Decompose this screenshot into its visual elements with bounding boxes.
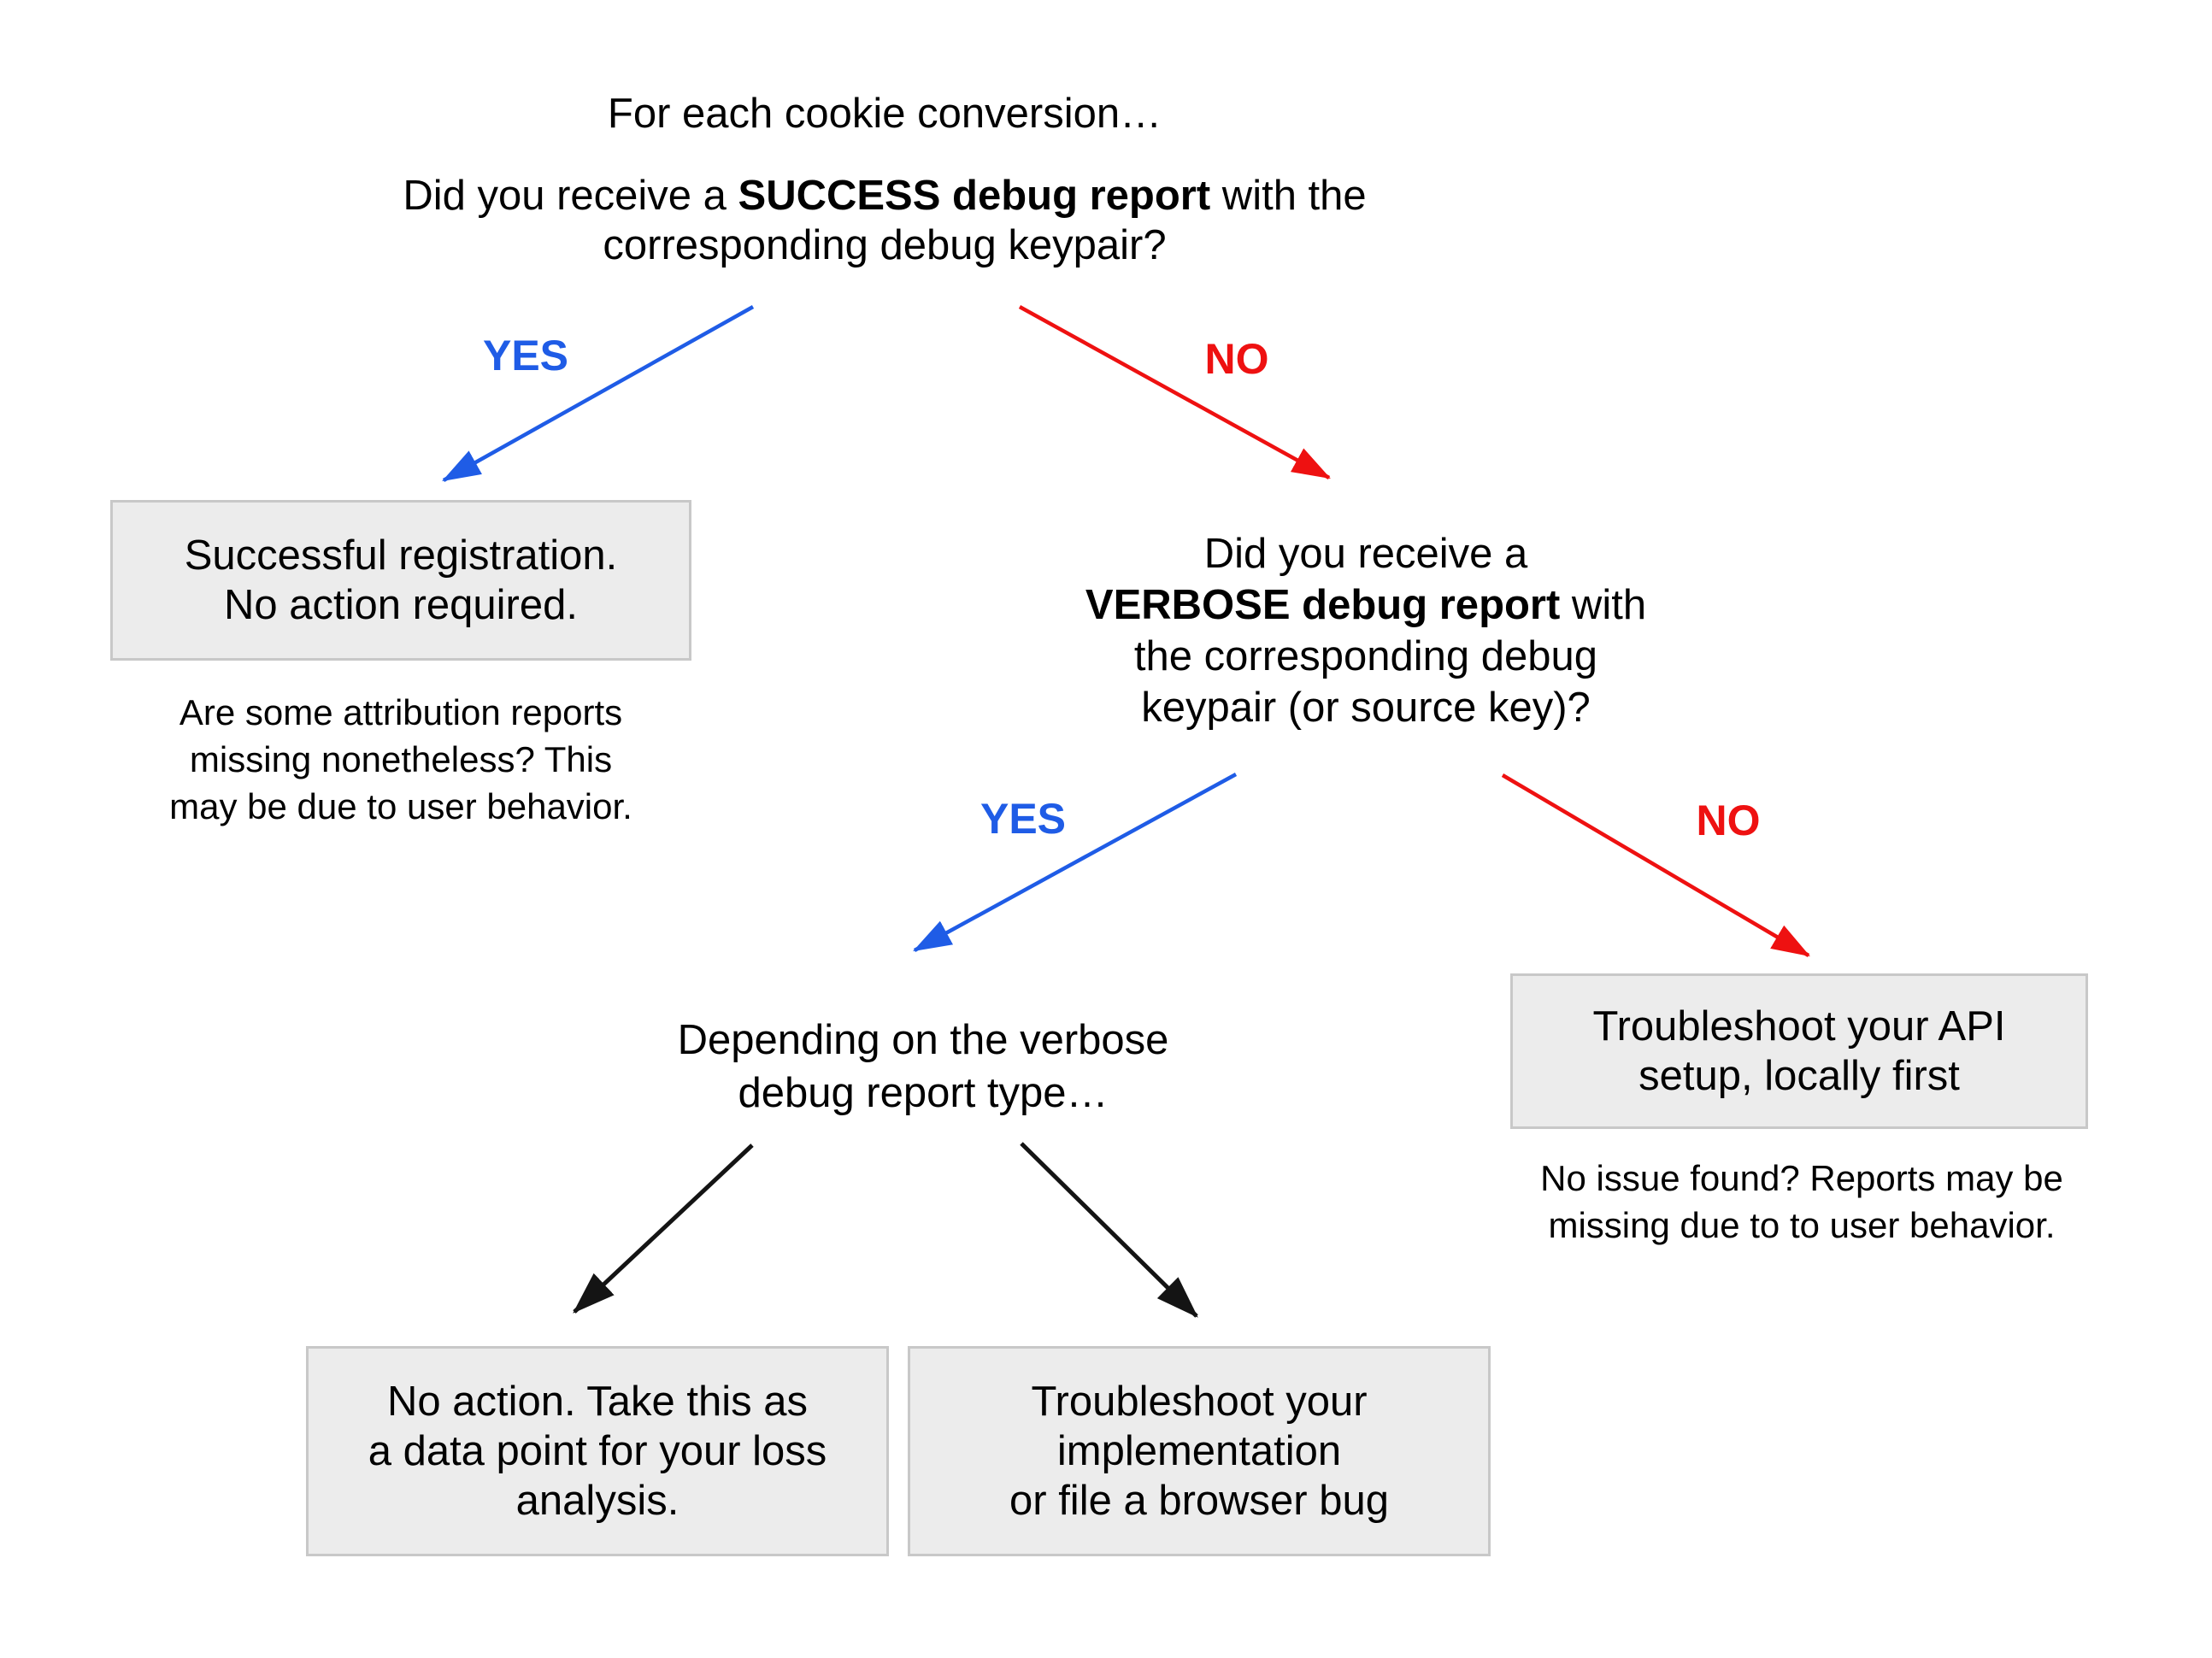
no-action-box: No action. Take this as a data point for… <box>306 1346 889 1556</box>
no-action-box-line3: analysis. <box>515 1478 679 1524</box>
verbose-question-line2: VERBOSE debug report with <box>981 579 1750 631</box>
yes-label-level2: YES <box>980 795 1067 843</box>
success-box-line1: Successful registration. <box>184 532 618 579</box>
root-question-line1-suffix: with the <box>1210 173 1367 219</box>
api-note: No issue found? Reports may be missing d… <box>1485 1155 2118 1249</box>
intro-text: For each cookie conversion… <box>607 91 1162 137</box>
verbose-question-line2-suffix: with <box>1560 582 1647 628</box>
yes-arrow-level2 <box>913 773 1238 952</box>
yes-label-level1: YES <box>482 332 569 379</box>
yes-arrow-level1 <box>442 305 755 482</box>
impl-box-line1: Troubleshoot your <box>1031 1379 1368 1425</box>
impl-box-line2: implementation <box>1056 1428 1342 1474</box>
root-question-line1: Did you receive a SUCCESS debug report w… <box>286 171 1483 220</box>
no-action-box-line1: No action. Take this as <box>386 1379 809 1425</box>
impl-box: Troubleshoot your implementation or file… <box>908 1346 1491 1556</box>
verbose-question-line1: Did you receive a <box>1203 531 1528 577</box>
verbose-question-line4: keypair (or source key)? <box>1141 685 1591 731</box>
api-box-line2: setup, locally first <box>1638 1053 1960 1099</box>
api-note-line1: No issue found? Reports may be <box>1540 1158 2063 1198</box>
no-label-level1: NO <box>1204 335 1269 383</box>
success-note-line1: Are some attribution reports <box>179 692 623 732</box>
root-question: Did you receive a SUCCESS debug report w… <box>286 171 1483 270</box>
api-box-line1: Troubleshoot your API <box>1592 1003 2006 1049</box>
verbose-question-line2-bold: VERBOSE debug report <box>1085 582 1561 628</box>
no-action-box-line2: a data point for your loss <box>368 1428 827 1474</box>
root-question-line2: corresponding debug keypair? <box>603 222 1167 268</box>
no-label-level2: NO <box>1696 797 1761 844</box>
verbose-branch-right-arrow <box>1020 1142 1198 1318</box>
root-question-line1-prefix: Did you receive a <box>403 173 738 219</box>
no-arrow-level1 <box>1018 305 1331 479</box>
verbose-branch-left-arrow <box>573 1144 754 1314</box>
success-note-line2: missing nonetheless? This <box>189 739 613 779</box>
verbose-question-line3: the corresponding debug <box>1133 633 1598 679</box>
success-note: Are some attribution reports missing non… <box>93 689 709 830</box>
success-note-line3: may be due to user behavior. <box>169 786 632 826</box>
impl-box-line3: or file a browser bug <box>1009 1478 1389 1524</box>
depending-line2: debug report type… <box>738 1070 1109 1116</box>
no-arrow-level2 <box>1501 773 1810 957</box>
depending-line1: Depending on the verbose <box>677 1017 1169 1063</box>
root-question-line1-bold: SUCCESS debug report <box>738 173 1211 219</box>
success-box-line2: No action required. <box>223 582 578 628</box>
api-box: Troubleshoot your API setup, locally fir… <box>1510 973 2088 1129</box>
success-box: Successful registration. No action requi… <box>110 500 691 661</box>
verbose-question: Did you receive a VERBOSE debug report w… <box>981 528 1750 733</box>
depending-text: Depending on the verbose debug report ty… <box>624 1014 1222 1120</box>
api-note-line2: missing due to to user behavior. <box>1548 1205 2056 1245</box>
